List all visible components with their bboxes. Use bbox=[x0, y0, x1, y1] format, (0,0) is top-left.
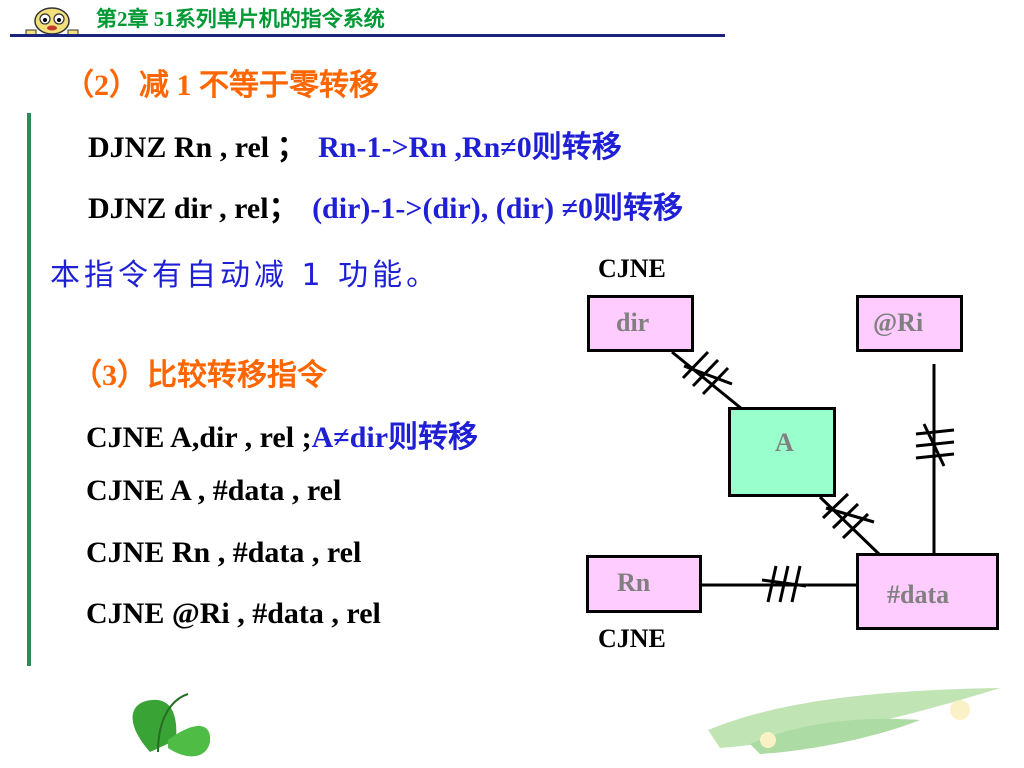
tick-dir-a bbox=[681, 350, 733, 396]
node-dir: dir bbox=[587, 295, 694, 352]
tick-ri-data bbox=[915, 423, 955, 467]
djnz-dir-line: DJNZ dir , rel； (dir)-1->(dir), (dir) ≠0… bbox=[88, 183, 683, 227]
node-rn-label: Rn bbox=[617, 568, 651, 597]
section3-title: （3）比较转移指令 bbox=[72, 359, 327, 392]
tick-rn-data bbox=[761, 565, 807, 603]
connector-a-data bbox=[818, 495, 882, 557]
header-divider bbox=[10, 34, 725, 37]
leaf-decoration-right bbox=[708, 688, 1000, 754]
node-dir-label: dir bbox=[616, 308, 650, 337]
djnz-dir-note: (dir)-1->(dir), (dir) ≠0则转移 bbox=[312, 192, 684, 225]
auto-decrement-remark: 本指令有自动减 1 功能。 bbox=[50, 258, 441, 293]
cjne-label-bottom: CJNE bbox=[598, 624, 666, 653]
leaf-decoration-left bbox=[132, 693, 211, 757]
cjne-a-data-line: CJNE A , #data , rel bbox=[86, 474, 342, 507]
djnz-rn-line: DJNZ Rn , rel ； Rn-1->Rn ,Rn≠0则转移 bbox=[88, 122, 622, 166]
node-data-label: #data bbox=[887, 580, 950, 609]
cjne-a-dir-line: CJNE A,dir , rel ;A≠dir则转移 bbox=[86, 412, 478, 456]
tick-a-data bbox=[821, 492, 875, 540]
djnz-rn-code: DJNZ Rn , rel ； bbox=[88, 131, 307, 164]
header-title: 第2章 51系列单片机的指令系统 bbox=[96, 7, 385, 31]
node-ri: @Ri bbox=[856, 295, 963, 352]
node-rn: Rn bbox=[586, 555, 702, 613]
cjne-a-dir-code: CJNE A,dir , rel ; bbox=[86, 421, 312, 454]
node-a-label: A bbox=[775, 428, 794, 457]
cjne-a-dir-note: A≠dir则转移 bbox=[311, 421, 479, 454]
cjne-label-top: CJNE bbox=[598, 254, 666, 283]
djnz-rn-note: Rn-1->Rn ,Rn≠0则转移 bbox=[318, 131, 622, 164]
left-accent-bar bbox=[27, 113, 31, 666]
djnz-dir-code: DJNZ dir , rel； bbox=[88, 192, 299, 225]
node-a: A bbox=[728, 407, 836, 497]
node-ri-label: @Ri bbox=[873, 308, 924, 337]
node-data: #data bbox=[856, 553, 999, 630]
connector-dir-a bbox=[671, 350, 743, 411]
cjne-rn-data-line: CJNE Rn , #data , rel bbox=[86, 536, 362, 569]
cjne-ri-data-line: CJNE @Ri , #data , rel bbox=[86, 597, 381, 630]
section2-title: （2）减 1 不等于零转移 bbox=[64, 69, 379, 102]
mascot-logo bbox=[25, 7, 79, 37]
